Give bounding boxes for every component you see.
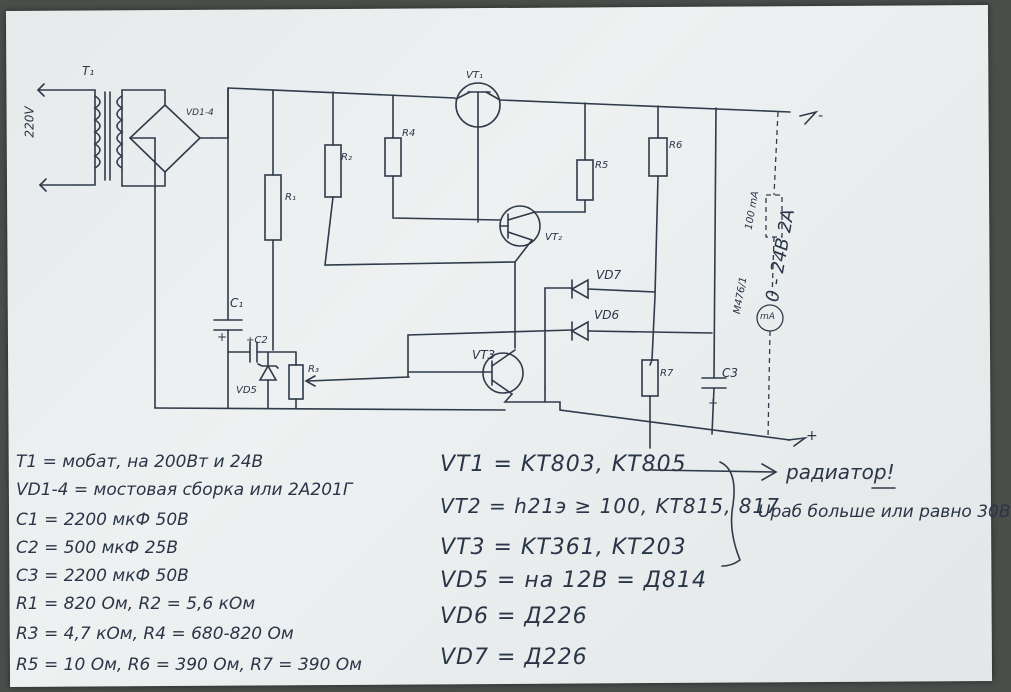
transistor-vt2 [499,205,586,349]
label-r5: R5 [595,160,609,171]
resistor-r2 [324,91,516,266]
note-right-2: VT2 = h21э ≥ 100, KT815, 817 [440,494,780,518]
potentiometer-r3 [288,351,410,409]
note-left-7: R3 = 4,7 кОм, R4 = 680-820 Ом [16,624,294,644]
bottom-rail-right [544,401,791,441]
note-right-3: VT3 = KT361, KT203 [440,535,687,560]
zener-vd5 [257,351,279,409]
label-vt3: VT3 [472,348,496,362]
label-r7: R7 [660,368,674,379]
label-out-plus: + [806,428,818,444]
label-r2: R₂ [341,152,352,163]
voltage-note: Uраб больше или равно 30В [758,502,1011,522]
output-meter [756,110,819,447]
note-left-1: T1 = мобат, на 200Вт и 24В [16,452,264,472]
label-plus-c1: + [217,330,228,344]
diode-bridge-vd1-4 [121,87,229,409]
note-left-4: C2 = 500 мкФ 25В [16,538,179,558]
label-vac: 220V [22,106,37,138]
capacitor-c1 [213,87,243,409]
label-c1: C₁ [230,296,244,310]
note-right-1: VT1 = KT803, KT805 [440,452,687,477]
label-t1: T₁ [82,64,95,78]
label-r4: R4 [402,128,416,139]
transistor-vt1 [455,82,501,223]
bottom-rail-left [154,407,506,411]
capacitor-c3 [701,107,727,435]
label-c3: C3 [722,366,739,380]
note-left-5: C3 = 2200 мкФ 50В [16,566,189,586]
note-left-3: C1 = 2200 мкФ 50В [16,510,189,530]
label-out-minus: - [818,108,824,124]
resistor-r4 [384,94,501,221]
label-ammeter: mA [760,312,775,322]
diode-vd6 [407,320,713,378]
label-r6: R6 [669,140,683,151]
capacitor-c2 [227,341,297,363]
radiator-note: радиатор! [786,460,895,484]
label-vd7: VD7 [596,268,622,282]
note-right-4: VD5 = на 12В = Д814 [440,568,707,593]
resistor-r7 [641,359,659,449]
label-vt1: VT₁ [466,70,483,81]
label-vd14: VD1-4 [186,108,214,118]
radiator-arrow [651,469,776,473]
note-left-6: R1 = 820 Ом, R2 = 5,6 кОм [16,594,256,614]
label-plus-c3: + [708,396,719,410]
note-left-2: VD1-4 = мостовая сборка или 2А201Г [16,480,353,500]
resistor-r1 [264,89,282,351]
note-right-5: VD6 = Д226 [440,604,588,629]
label-vt2: VT₂ [545,232,562,243]
label-vd6: VD6 [594,308,620,322]
transistor-vt3 [408,349,546,403]
radiator-arrowhead [761,463,778,481]
top-rail-left [227,87,456,99]
label-c2: +C2 [246,335,268,346]
bracket [719,461,741,567]
label-vd5: VD5 [236,385,257,396]
label-r1: R₁ [285,192,296,203]
top-rail-right [499,99,791,113]
resistor-r5 [576,102,594,213]
diode-vd7 [544,278,656,389]
transformer-t1 [36,83,124,192]
note-left-8: R5 = 10 Ом, R6 = 390 Ом, R7 = 390 Ом [16,655,363,675]
label-r3: R₃ [308,364,319,375]
resistor-r6 [648,105,668,361]
note-right-6: VD7 = Д226 [440,645,588,670]
